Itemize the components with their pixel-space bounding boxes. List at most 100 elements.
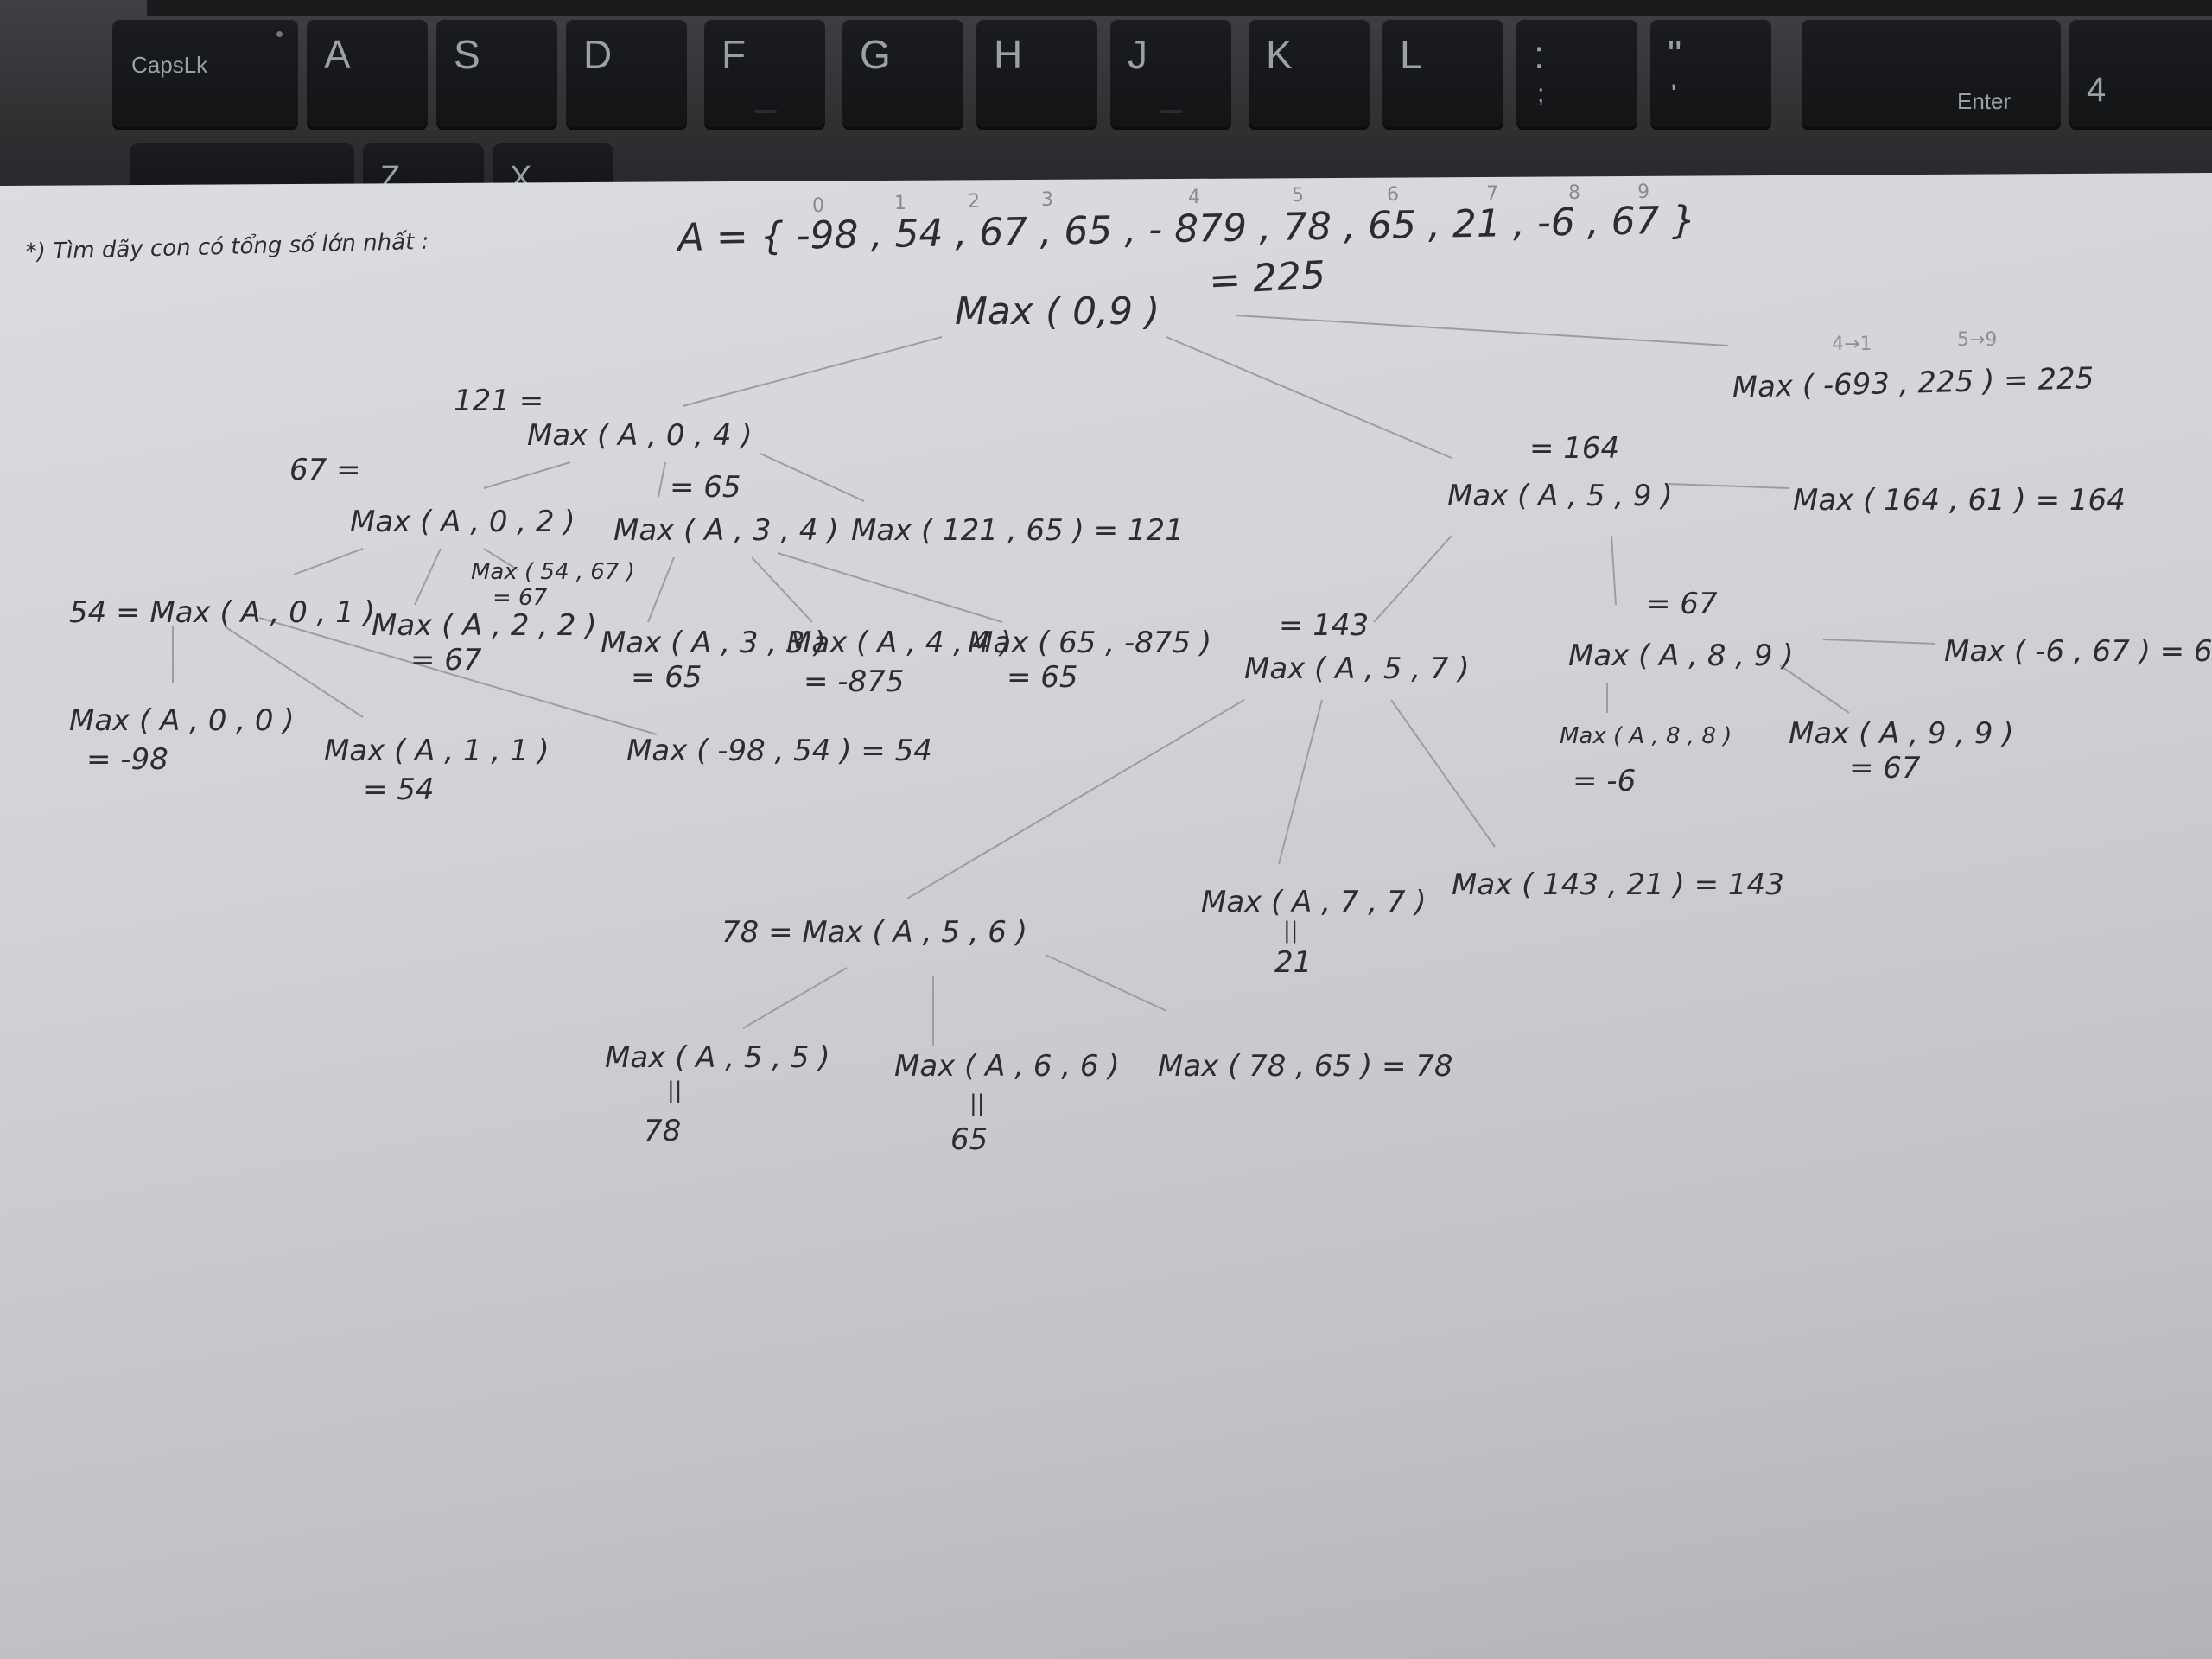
root-combine: Max ( -693 , 225 ) = 225	[1732, 361, 2094, 405]
index-label: 6	[1387, 184, 1399, 206]
rr-combine: Max ( -6 , 67 ) = 67	[1944, 634, 2212, 669]
handwritten-notes: *) Tìm dãy con có tổng số lớn nhất : A =…	[25, 181, 2212, 1157]
key-d: D	[566, 19, 687, 127]
key-s: S	[436, 19, 557, 127]
link-rl-r56	[906, 699, 1245, 899]
r55-result: 78	[644, 1114, 681, 1148]
index-label: 5	[1292, 185, 1304, 207]
r56-combine: Max ( 78 , 65 ) = 78	[1158, 1049, 1453, 1084]
link-rr-combine	[1822, 639, 1936, 645]
key-label: A	[324, 32, 351, 77]
link-r56-r55	[742, 967, 848, 1029]
l44-result: = -875	[804, 664, 904, 699]
key-f-bump	[754, 110, 777, 113]
array-text: A = { -98 , 54 , 67 , 65 , - 879 , 78 , …	[675, 198, 1696, 260]
lm-node: Max ( A , 3 , 4 )	[613, 513, 839, 548]
link-rr-r99	[1779, 664, 1850, 714]
link-root-left	[682, 336, 943, 407]
r88-node: Max ( A , 8 , 8 )	[1560, 723, 1732, 749]
link-root-right	[1166, 336, 1452, 459]
link-ll-combine	[483, 548, 519, 571]
index-label: 2	[968, 191, 980, 213]
key-label: L	[1400, 32, 1422, 77]
link-ll-l22	[414, 548, 442, 606]
r55-node: Max ( A , 5 , 5 )	[605, 1040, 830, 1075]
key-label: Enter	[1957, 88, 2012, 114]
paper-sheet: *) Tìm dãy con có tổng số lớn nhất : A =…	[0, 173, 2212, 1659]
index-label: 4	[1188, 187, 1200, 208]
key-label: S	[454, 32, 480, 77]
key-k: K	[1249, 19, 1370, 127]
l22-result: = 67	[410, 643, 482, 677]
tree-links	[172, 315, 1936, 1046]
link-left-combine	[760, 453, 865, 502]
link-left-ll	[483, 461, 571, 489]
key-sublabel: '	[1671, 79, 1676, 108]
l11-node: Max ( A , 1 , 1 )	[324, 734, 550, 768]
link-right-combine	[1667, 483, 1789, 489]
key-label: D	[583, 32, 613, 77]
combine-index-note: 4→1	[1832, 334, 1872, 355]
link-rl-combine	[1390, 699, 1496, 848]
l33-result: = 65	[631, 660, 702, 695]
lll-combine: Max ( -98 , 54 ) = 54	[626, 734, 932, 768]
keyboard: CapsLk A S D F G H J K L : ; " ' Enter 4	[0, 0, 2212, 207]
ll-combine: Max ( 54 , 67 )	[471, 559, 635, 585]
key-j: J	[1110, 19, 1231, 127]
link-left-lm	[658, 461, 666, 498]
r88-result: = -6	[1573, 764, 1636, 798]
index-label: 8	[1568, 182, 1580, 204]
l00-node: Max ( A , 0 , 0 )	[69, 703, 295, 738]
key-label: G	[860, 32, 891, 77]
index-label: 0	[812, 195, 824, 217]
array-index-labels: 0 1 2 3 4 5 6 7 8 9	[812, 181, 1649, 217]
r66-result: 65	[950, 1122, 988, 1157]
key-l: L	[1382, 19, 1503, 127]
key-enter: Enter	[1802, 19, 2061, 127]
lm-combine-result: = 65	[1007, 660, 1078, 695]
left-node: Max ( A , 0 , 4 )	[527, 418, 753, 453]
r77-result: 21	[1274, 945, 1312, 980]
rl-result: = 143	[1279, 608, 1369, 643]
key-label: K	[1266, 32, 1293, 77]
lm-result: = 65	[670, 470, 741, 505]
left-combine: Max ( 121 , 65 ) = 121	[851, 513, 1184, 548]
key-label: F	[721, 32, 747, 77]
link-root-combine	[1235, 315, 1729, 346]
key-numpad-4: 4	[2069, 19, 2212, 127]
link-right-rl	[1373, 535, 1452, 623]
key-label: "	[1668, 32, 1682, 77]
key-f: F	[704, 19, 825, 127]
capslock-key: CapsLk	[112, 19, 298, 127]
r77-node: Max ( A , 7 , 7 )	[1201, 885, 1427, 919]
key-label: J	[1128, 32, 1147, 77]
l33-node: Max ( A , 3 , 3 )	[601, 626, 826, 660]
index-label: 9	[1637, 181, 1649, 203]
link-rl-r77	[1278, 699, 1323, 865]
right-combine: Max ( 164 , 61 ) = 164	[1793, 483, 2126, 518]
ll-result: 67 =	[289, 453, 361, 487]
r77-equals-mark: ||	[1283, 918, 1299, 944]
root-node: Max ( 0,9 )	[955, 289, 1160, 334]
index-label: 7	[1486, 183, 1498, 205]
heading-text: *) Tìm dãy con có tổng số lớn nhất :	[25, 228, 429, 265]
keyboard-top-row-edge	[147, 0, 2212, 16]
lm-combine: Max ( 65 , -875 )	[968, 626, 1211, 660]
rl-node: Max ( A , 5 , 7 )	[1244, 652, 1470, 686]
link-right-rr	[1611, 535, 1617, 606]
key-quote: " '	[1650, 19, 1771, 127]
ll-combine-result: = 67	[493, 585, 548, 611]
r55-equals-mark: ||	[667, 1077, 683, 1103]
r99-result: = 67	[1849, 751, 1921, 785]
ll-node: Max ( A , 0 , 2 )	[350, 505, 575, 539]
link-lll-l11	[224, 626, 364, 718]
rr-result: = 67	[1646, 587, 1718, 621]
r66-node: Max ( A , 6 , 6 )	[894, 1049, 1120, 1084]
key-label: :	[1534, 32, 1545, 77]
r56-node: 78 = Max ( A , 5 , 6 )	[721, 915, 1027, 950]
key-a: A	[307, 19, 428, 127]
key-label: 4	[2087, 71, 2107, 109]
link-lm-l33	[647, 556, 675, 623]
link-ll-lll	[293, 548, 364, 575]
key-j-bump	[1160, 110, 1183, 113]
